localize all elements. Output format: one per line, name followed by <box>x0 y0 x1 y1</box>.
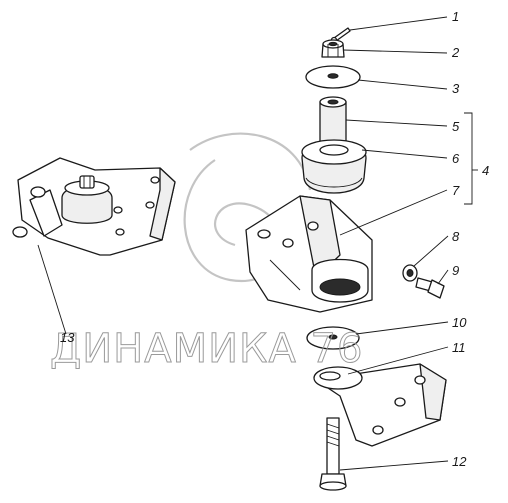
callout-12: 12 <box>452 454 467 469</box>
part-3-washer <box>305 65 361 89</box>
callout-7: 7 <box>452 183 460 198</box>
part-9-bolt <box>415 277 445 299</box>
part-12-long-bolt <box>319 417 347 491</box>
watermark-text: ДИНАМИКА 76 <box>50 326 363 372</box>
callout-8: 8 <box>452 229 460 244</box>
part-2-castle-nut <box>321 39 345 58</box>
callout-9: 9 <box>452 263 459 278</box>
part-10-washer <box>306 326 360 350</box>
callout-6: 6 <box>452 151 460 166</box>
callout-5: 5 <box>452 119 460 134</box>
part-8-spring-washer <box>402 264 418 282</box>
part-11-lower-bracket <box>313 363 447 447</box>
callout-1: 1 <box>452 9 459 24</box>
part-6-rubber-cushion <box>301 139 367 194</box>
callout-labels: 1 2 3 4 5 6 7 8 9 10 11 12 13 <box>60 9 489 469</box>
callout-10: 10 <box>452 315 467 330</box>
leader-lines <box>37 16 478 471</box>
callout-2: 2 <box>451 45 460 60</box>
callout-13: 13 <box>60 330 75 345</box>
callout-4: 4 <box>482 163 489 178</box>
callout-11: 11 <box>452 340 466 355</box>
callout-3: 3 <box>452 81 460 96</box>
part-7-bracket <box>245 195 373 313</box>
part-5-sleeve <box>319 96 347 149</box>
assembled-engine-support <box>12 157 176 256</box>
